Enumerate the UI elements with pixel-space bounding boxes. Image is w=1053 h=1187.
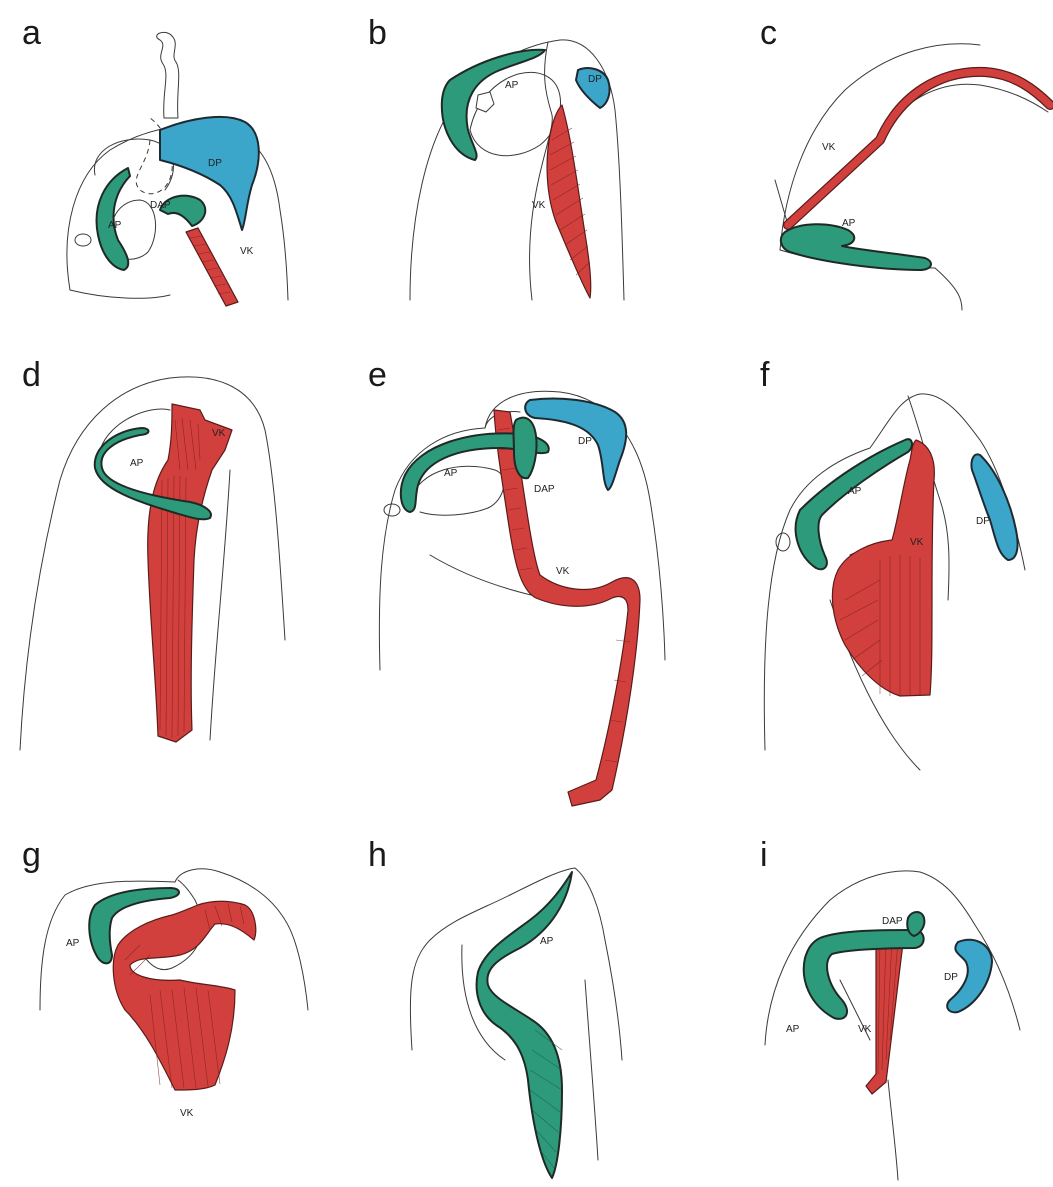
inner-contour [210,470,230,740]
label-dap: DAP [534,484,555,495]
vk-structure [186,228,238,306]
panel-d: d AP VK [20,356,285,750]
head-contour [70,290,170,298]
label-ap: AP [108,220,122,231]
inner-contour [880,84,1048,140]
label-vk: VK [240,246,254,257]
panel-letter: i [760,836,768,874]
label-ap: AP [505,80,519,91]
panel-letter: d [22,356,41,394]
panel-letter: a [22,14,41,52]
label-vk: VK [180,1108,194,1119]
dap-structure [514,418,537,479]
label-ap: AP [130,458,144,469]
vk-structure [113,901,255,1090]
panel-letter: b [368,14,387,52]
panel-letter: g [22,836,41,874]
label-vk: VK [910,537,924,548]
panel-letter: c [760,14,777,52]
small-ring [75,234,91,246]
panel-a: a AP DP DAP VK [22,14,288,306]
ap-structure [97,168,130,270]
label-ap: AP [842,218,856,229]
small-ring [384,504,400,516]
inner-contour [888,1080,898,1180]
coiled-tube [157,32,179,118]
panel-h: h AP [368,836,622,1178]
panel-c: c VK AP [760,14,1050,310]
vk-structure [547,105,591,298]
label-vk: VK [532,200,546,211]
panel-b: b AP DP VK [368,14,624,300]
panel-letter: e [368,356,387,394]
dp-structure [971,454,1017,560]
label-ap: AP [786,1024,800,1035]
label-dp: DP [588,74,602,85]
ap-structure [781,224,931,270]
panel-letter: f [760,356,770,394]
panel-f: f AP VK DP [760,356,1025,770]
label-dp: DP [578,436,592,447]
panel-e: e AP DAP DP VK [368,356,665,806]
panel-g: g AP VK [22,836,308,1119]
label-vk: VK [822,142,836,153]
label-dap: DAP [882,916,903,927]
label-vk: VK [556,566,570,577]
small-notch [476,92,494,112]
label-ap: AP [540,936,554,947]
label-ap: AP [444,468,458,479]
label-dap: DAP [150,200,171,211]
label-ap: AP [848,486,862,497]
label-vk: VK [212,428,226,439]
label-dp: DP [976,516,990,527]
inner-contour [585,980,598,1160]
vk-structure [866,935,904,1094]
ap-structure [804,930,924,1019]
panel-letter: h [368,836,387,874]
label-vk: VK [858,1024,872,1035]
label-dp: DP [944,972,958,983]
panel-i: i DAP AP DP VK [760,836,1020,1180]
label-ap: AP [66,938,80,949]
label-dp: DP [208,158,222,169]
small-ring [776,533,790,551]
